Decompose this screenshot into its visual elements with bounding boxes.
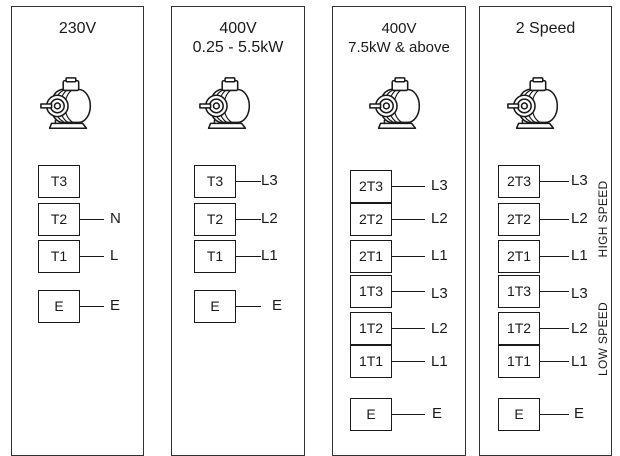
terminal-earth: E (38, 290, 80, 323)
line-label-l3: L3 (431, 285, 448, 302)
line-label-e: E (272, 297, 283, 314)
terminal-2t3: 2T3 (350, 170, 392, 203)
terminal-2t1: 2T1 (498, 240, 540, 273)
connector-line (540, 219, 569, 220)
line-label-l2: L2 (571, 320, 588, 337)
high-speed-label: HIGH SPEED (596, 180, 610, 258)
terminal-t1: T1 (38, 240, 80, 273)
terminal-2t2: 2T2 (350, 203, 392, 236)
connector-line (392, 291, 425, 292)
connector-line (80, 256, 104, 257)
connector-line (540, 414, 569, 415)
terminal-1t2: 1T2 (498, 312, 540, 345)
terminal-1t1: 1T1 (498, 345, 540, 378)
motor-icon (40, 77, 92, 129)
line-label-l1: L1 (571, 353, 588, 370)
terminal-t1: T1 (194, 240, 236, 273)
low-speed-label: LOW SPEED (596, 301, 610, 377)
line-label-l1: L1 (431, 247, 448, 264)
line-label-l3: L3 (571, 172, 588, 189)
line-label-l2: L2 (431, 210, 448, 227)
wiring-diagram: 230V T3 T2 N T1 L E E 400V 0.25 - 5.5kW … (11, 6, 612, 456)
panel-title: 230V (58, 20, 97, 37)
panel-title: 400V 7.5kW & above (348, 20, 450, 56)
terminal-2t3: 2T3 (498, 165, 540, 198)
line-label-l2: L2 (431, 320, 448, 337)
terminal-1t3: 1T3 (498, 275, 540, 308)
terminal-t3: T3 (194, 165, 236, 198)
connector-line (236, 306, 261, 307)
terminal-2t1: 2T1 (350, 240, 392, 273)
connector-line (392, 256, 425, 257)
connector-line (540, 181, 569, 182)
connector-line (236, 181, 261, 182)
motor-icon (369, 77, 421, 129)
panel-230v: 230V T3 T2 N T1 L E E (11, 6, 144, 456)
line-label-l3: L3 (571, 285, 588, 302)
terminal-2t2: 2T2 (498, 203, 540, 236)
connector-line (236, 256, 261, 257)
line-label-l2: L2 (261, 210, 278, 227)
connector-line (540, 361, 569, 362)
terminal-1t1: 1T1 (350, 345, 392, 378)
terminal-t2: T2 (38, 203, 80, 236)
connector-line (392, 414, 425, 415)
connector-line (540, 256, 569, 257)
terminal-earth: E (350, 398, 392, 431)
motor-icon (507, 77, 559, 129)
line-label-e: E (110, 297, 121, 314)
panel-title: 400V 0.25 - 5.5kW (192, 20, 284, 56)
line-label-l1: L1 (431, 353, 448, 370)
connector-line (540, 328, 569, 329)
motor-icon (199, 77, 251, 129)
panel-title: 2 Speed (515, 20, 576, 37)
connector-line (80, 306, 104, 307)
line-label-l2: L2 (571, 210, 588, 227)
connector-line (80, 219, 104, 220)
terminal-t2: T2 (194, 203, 236, 236)
panel-400v-large: 400V 7.5kW & above 2T3 L3 2T2 L2 2T1 L1 … (332, 6, 466, 456)
connector-line (392, 328, 425, 329)
line-label-l: L (110, 247, 119, 264)
terminal-earth: E (498, 398, 540, 431)
panel-2-speed: 2 Speed 2T3 L3 2T2 L2 2T1 L1 1T3 L3 1T2 … (479, 6, 612, 456)
connector-line (392, 361, 425, 362)
line-label-l3: L3 (261, 172, 278, 189)
connector-line (392, 186, 425, 187)
terminal-t3: T3 (38, 165, 80, 198)
line-label-l1: L1 (261, 247, 278, 264)
line-label-l1: L1 (571, 247, 588, 264)
connector-line (392, 219, 425, 220)
line-label-e: E (574, 405, 585, 422)
line-label-n: N (110, 210, 121, 227)
line-label-l3: L3 (431, 177, 448, 194)
line-label-e: E (432, 405, 443, 422)
connector-line (540, 291, 569, 292)
terminal-1t2: 1T2 (350, 312, 392, 345)
terminal-earth: E (194, 290, 236, 323)
terminal-1t3: 1T3 (350, 275, 392, 308)
connector-line (236, 219, 261, 220)
panel-400v-small: 400V 0.25 - 5.5kW T3 L3 T2 L2 T1 L1 E E (171, 6, 305, 456)
